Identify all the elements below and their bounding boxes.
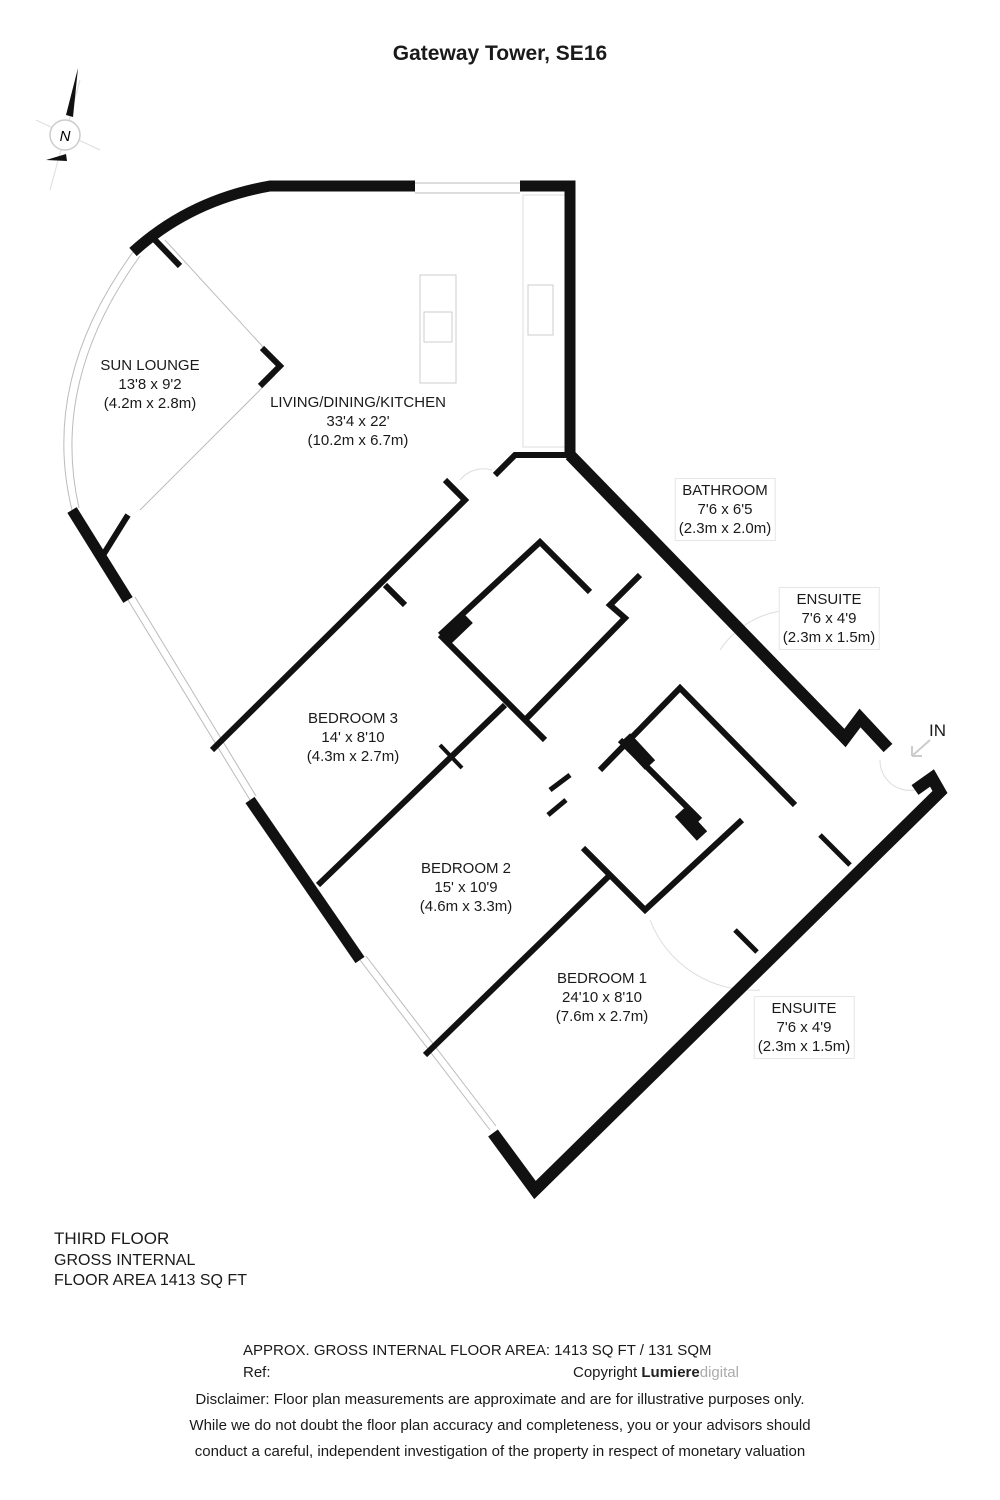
page-title: Gateway Tower, SE16 bbox=[392, 42, 608, 65]
room-label-sun-lounge: SUN LOUNGE 13'8 x 9'2 (4.2m x 2.8m) bbox=[100, 356, 199, 413]
room-name: BEDROOM 2 bbox=[420, 860, 511, 877]
disclaimer-line-3: conduct a careful, independent investiga… bbox=[194, 1443, 806, 1460]
room-label-ensuite-2: ENSUITE 7'6 x 4'9 (2.3m x 1.5m) bbox=[753, 996, 855, 1059]
approx-area: APPROX. GROSS INTERNAL FLOOR AREA: 1413 … bbox=[243, 1342, 712, 1359]
room-size-metric: (4.6m x 3.3m) bbox=[419, 898, 513, 915]
room-name: ENSUITE bbox=[796, 591, 862, 608]
room-name: BEDROOM 3 bbox=[307, 710, 398, 727]
room-size-metric: (4.3m x 2.7m) bbox=[306, 748, 400, 765]
ref-label: Ref: bbox=[243, 1364, 271, 1381]
room-label-ensuite-1: ENSUITE 7'6 x 4'9 (2.3m x 1.5m) bbox=[778, 587, 880, 650]
glazing bbox=[63, 182, 916, 1131]
walls bbox=[67, 180, 948, 1200]
entrance-arrow-icon bbox=[911, 739, 931, 757]
room-name: BEDROOM 1 bbox=[556, 970, 647, 987]
room-size-imperial: 7'6 x 4'9 bbox=[776, 1019, 832, 1036]
brand-logo-light: digital bbox=[699, 1364, 739, 1381]
room-label-bedroom-3: BEDROOM 3 14' x 8'10 (4.3m x 2.7m) bbox=[307, 709, 400, 766]
copyright: Copyright Lumieredigital bbox=[573, 1364, 739, 1381]
room-label-living-dining-kitchen: LIVING/DINING/KITCHEN 33'4 x 22' (10.2m x … bbox=[270, 393, 446, 450]
room-label-bedroom-2: BEDROOM 2 15' x 10'9 (4.6m x 3.3m) bbox=[420, 859, 513, 916]
room-size-imperial: 33'4 x 22' bbox=[326, 413, 390, 430]
compass-label: N bbox=[60, 128, 71, 145]
room-name: LIVING/DINING/KITCHEN bbox=[270, 394, 446, 411]
room-size-imperial: 14' x 8'10 bbox=[321, 729, 385, 746]
room-name: SUN LOUNGE bbox=[100, 357, 200, 374]
room-size-metric: (2.3m x 1.5m) bbox=[782, 629, 876, 646]
room-size-metric: (10.2m x 6.7m) bbox=[307, 432, 409, 449]
room-label-bedroom-1: BEDROOM 1 24'10 x 8'10 (7.6m x 2.7m) bbox=[556, 969, 649, 1026]
entrance-label: IN bbox=[929, 721, 946, 740]
disclaimer-line-1: Disclaimer: Floor plan measurements are … bbox=[195, 1391, 805, 1408]
room-size-metric: (2.3m x 2.0m) bbox=[678, 520, 772, 537]
room-size-imperial: 15' x 10'9 bbox=[434, 879, 498, 896]
room-size-metric: (2.3m x 1.5m) bbox=[757, 1038, 851, 1055]
disclaimer-line-2: While we do not doubt the floor plan acc… bbox=[189, 1417, 811, 1434]
room-label-bathroom: BATHROOM 7'6 x 6'5 (2.3m x 2.0m) bbox=[674, 478, 776, 541]
north-compass-icon: N bbox=[35, 68, 101, 191]
floor-area-line-1: GROSS INTERNAL bbox=[54, 1252, 196, 1269]
room-size-imperial: 24'10 x 8'10 bbox=[562, 989, 642, 1006]
room-size-imperial: 13'8 x 9'2 bbox=[118, 376, 182, 393]
floor-name: THIRD FLOOR bbox=[54, 1229, 170, 1248]
room-size-metric: (4.2m x 2.8m) bbox=[103, 395, 197, 412]
room-size-imperial: 7'6 x 4'9 bbox=[801, 610, 857, 627]
floor-area-line-2: FLOOR AREA 1413 SQ FT bbox=[54, 1272, 247, 1289]
brand-logo-bold: Lumiere bbox=[641, 1364, 700, 1381]
room-name: BATHROOM bbox=[682, 482, 768, 499]
room-size-imperial: 7'6 x 6'5 bbox=[697, 501, 753, 518]
copyright-label: Copyright bbox=[573, 1364, 638, 1381]
room-size-metric: (7.6m x 2.7m) bbox=[555, 1008, 649, 1025]
room-name: ENSUITE bbox=[771, 1000, 837, 1017]
